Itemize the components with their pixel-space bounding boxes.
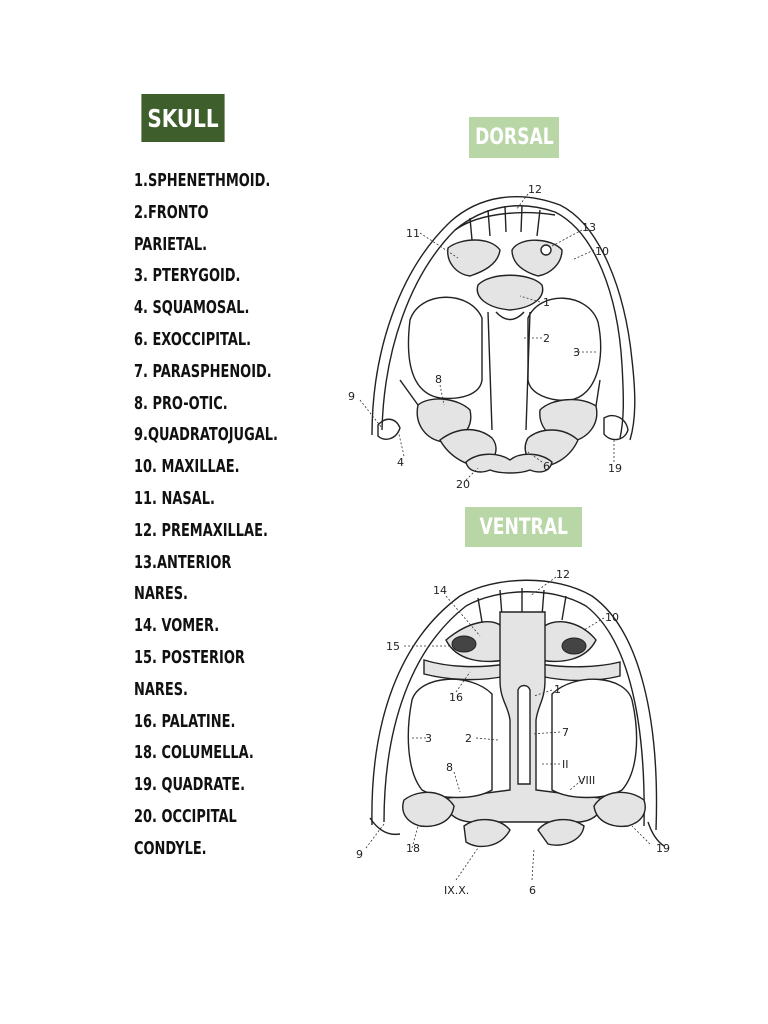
legend-item: 14. VOMER. [134,615,220,637]
ventral-label-12: 12 [556,568,570,581]
legend-item: 18. COLUMELLA. [134,742,254,764]
ventral-label-15: 15 [386,640,400,653]
dorsal-label-4: 4 [397,456,404,469]
legend-item: 2.FRONTO [134,201,209,223]
legend-item: 20. OCCIPITAL [134,805,237,827]
legend-item: 7. PARASPHENOID. [134,360,272,382]
ventral-label-1: 1 [554,683,561,696]
dorsal-label-8: 8 [435,373,442,386]
dorsal-label-20: 20 [456,478,470,491]
dorsal-label-9: 9 [348,390,355,403]
legend-item: NARES. [134,678,188,700]
ventral-label-19: 19 [656,842,670,855]
ventral-label-18: 18 [406,842,420,855]
ventral-label-10: 10 [605,611,619,624]
legend-item: 6. EXOCCIPITAL. [134,328,252,350]
dorsal-label-13: 13 [582,221,596,234]
legend-item: 11. NASAL. [134,487,215,509]
ventral-label-VIII: VIII [578,774,595,787]
dorsal-label-12: 12 [528,183,542,196]
ventral-label-16: 16 [449,691,463,704]
dorsal-label-10: 10 [595,245,609,258]
legend-item: 1.SPHENETHMOID. [134,170,271,191]
ventral-label-7: 7 [562,726,569,739]
ventral-label-6: 6 [529,884,536,897]
ventral-label-8: 8 [446,761,453,774]
legend-item: 19. QUADRATE. [134,774,246,796]
ventral-label-II: II [562,758,569,771]
legend-item: 9.QUADRATOJUGAL. [134,424,278,446]
ventral-label-2: 2 [465,732,472,745]
dorsal-skull-drawing [371,196,636,474]
ventral-label-9: 9 [356,848,363,861]
legend-item: 12. PREMAXILLAE. [134,519,268,541]
legend-item: NARES. [134,583,188,605]
ventral-skull-drawing [369,579,665,848]
dorsal-label-19: 19 [608,462,622,475]
dorsal-label-6: 6 [543,460,550,473]
legend-item: 8. PRO-OTIC. [134,392,228,414]
ventral-label-14: 14 [433,584,447,597]
legend-item: 3. PTERYGOID. [134,265,241,287]
dorsal-label-2: 2 [543,332,550,345]
dorsal-label-3: 3 [573,346,580,359]
legend-item: 16. PALATINE. [134,710,236,732]
legend-item: 15. POSTERIOR [134,646,245,668]
dorsal-view-label: DORSAL [469,117,559,158]
ventral-label-IX-X: IX.X. [444,884,469,897]
legend-item: 10. MAXILLAE. [134,456,240,478]
legend-item: 13.ANTERIOR [134,551,232,573]
bone-legend: 1.SPHENETHMOID. 2.FRONTO PARIETAL. 3. PT… [134,165,278,865]
ventral-view-label: VENTRAL [465,507,582,547]
legend-item: 4. SQUAMOSAL. [134,297,250,319]
legend-item: PARIETAL. [134,233,208,255]
dorsal-label-1: 1 [543,296,550,309]
page-title: SKULL [141,94,225,142]
ventral-label-3: 3 [425,732,432,745]
dorsal-label-11: 11 [406,227,420,240]
legend-item: CONDYLE. [134,837,207,859]
